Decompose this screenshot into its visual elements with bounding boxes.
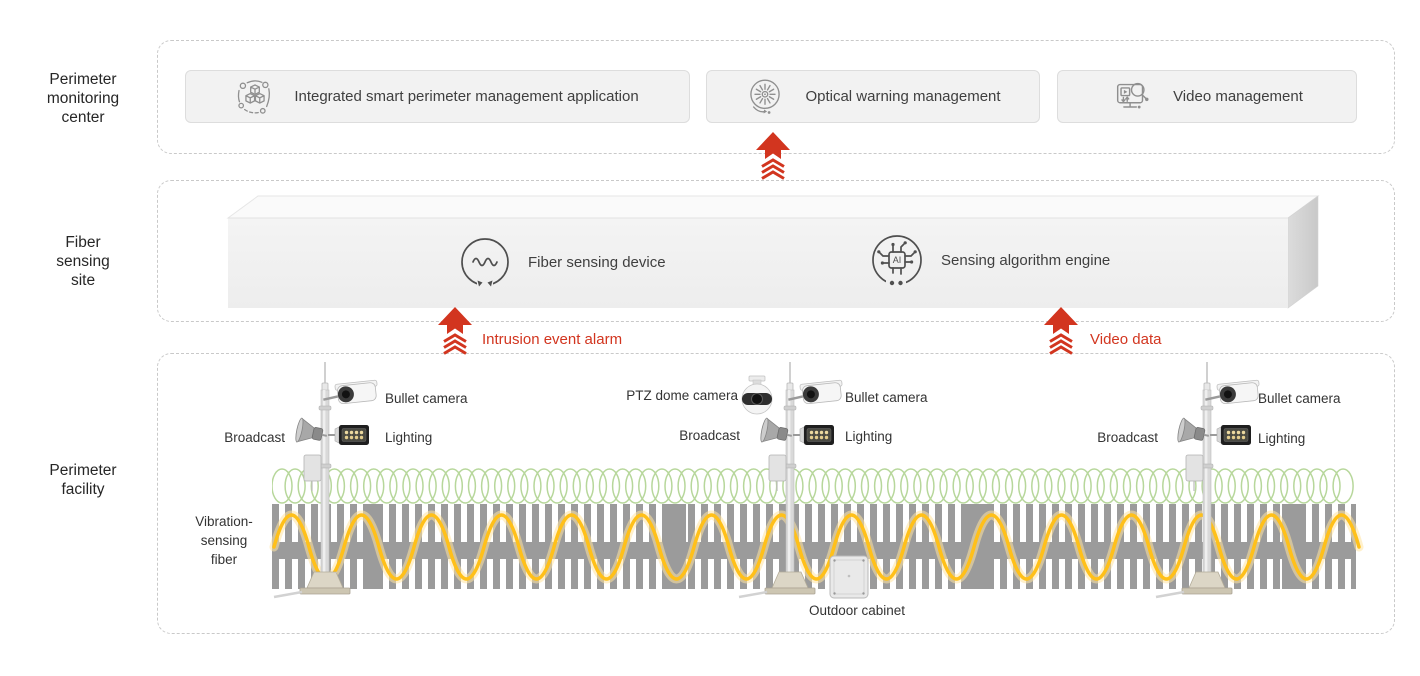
bullet-camera-label: Bullet camera bbox=[385, 391, 468, 406]
video-data-arrow-icon bbox=[1043, 307, 1079, 355]
intrusion-alarm-arrow-icon bbox=[437, 307, 473, 355]
vibration-fiber-wave bbox=[269, 510, 1364, 584]
ai-engine-icon: AI bbox=[872, 235, 922, 288]
ptz-dome-camera-label: PTZ dome camera bbox=[626, 388, 738, 403]
fiber-site-platform bbox=[226, 195, 1320, 309]
card-label: Optical warning management bbox=[805, 88, 1001, 105]
fiber-sensing-icon bbox=[461, 238, 509, 289]
outdoor-cabinet-label: Outdoor cabinet bbox=[808, 603, 906, 618]
ai-chip-text: AI bbox=[893, 255, 902, 265]
card-optical-warning: Optical warning management bbox=[706, 70, 1040, 123]
broadcast-label: Broadcast bbox=[1097, 430, 1158, 445]
card-integrated-app: Integrated smart perimeter management ap… bbox=[185, 70, 690, 123]
vibration-sensing-fiber-label: Vibration- sensing fiber bbox=[195, 514, 253, 567]
card-video-management: Video management bbox=[1057, 70, 1357, 123]
razor-wire-coil bbox=[272, 468, 1354, 504]
optical-warning-icon bbox=[750, 79, 781, 114]
section-fiber-sensing-site bbox=[157, 180, 1395, 322]
intrusion-event-alarm-label: Intrusion event alarm bbox=[482, 331, 623, 348]
rail-label-monitoring-center: Perimeter monitoring center bbox=[46, 71, 120, 126]
section-perimeter-facility bbox=[157, 353, 1395, 634]
outdoor-cabinet-icon bbox=[829, 555, 869, 599]
video-management-icon bbox=[1117, 82, 1149, 108]
bullet-camera-label: Bullet camera bbox=[1258, 391, 1341, 406]
lighting-label: Lighting bbox=[845, 429, 893, 444]
lighting-label: Lighting bbox=[1258, 431, 1306, 446]
broadcast-label: Broadcast bbox=[224, 430, 285, 445]
rail-label-fiber-sensing-site: Fiber sensing site bbox=[56, 234, 110, 289]
ptz-dome-camera-icon bbox=[741, 375, 773, 415]
card-label: Video management bbox=[1173, 88, 1303, 105]
bullet-camera-label: Bullet camera bbox=[845, 390, 928, 405]
optical-flow-arrow-icon bbox=[756, 132, 790, 180]
video-data-label: Video data bbox=[1090, 331, 1162, 348]
broadcast-label: Broadcast bbox=[679, 428, 740, 443]
sensing-algorithm-engine-label: Sensing algorithm engine bbox=[941, 252, 1111, 269]
card-label: Integrated smart perimeter management ap… bbox=[294, 88, 639, 105]
integrated-app-icon bbox=[238, 79, 271, 114]
lighting-label: Lighting bbox=[385, 430, 433, 445]
rail-label-perimeter-facility: Perimeter facility bbox=[49, 462, 117, 498]
fiber-sensing-device-label: Fiber sensing device bbox=[528, 254, 666, 271]
